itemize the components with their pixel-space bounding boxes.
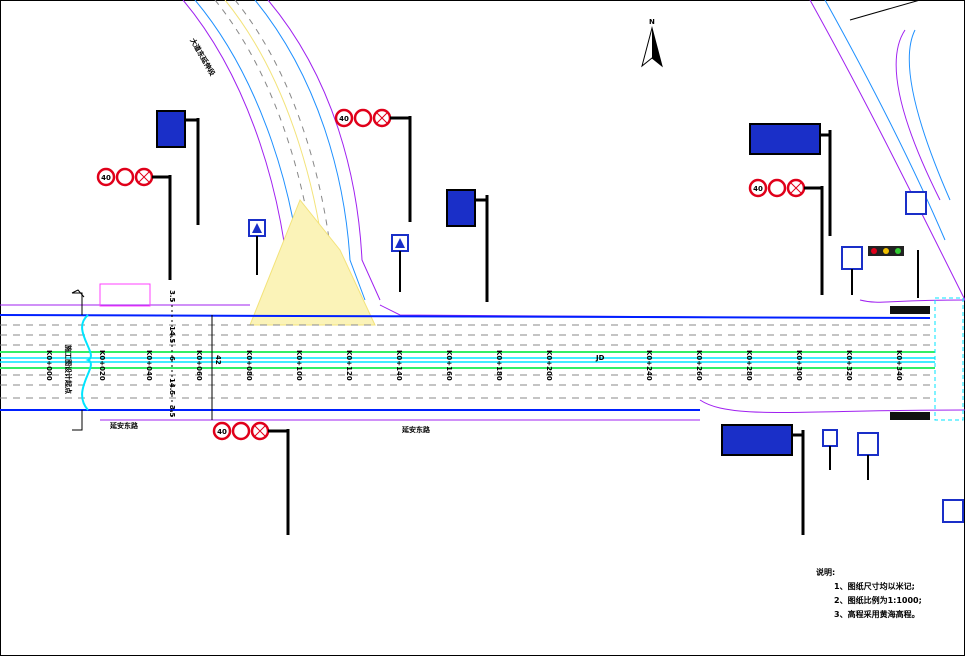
guide-sign-4 <box>721 424 805 535</box>
note-item: 2、图纸比例为1:1000; <box>834 596 922 605</box>
speed-limit-sign-1: 40 <box>96 167 172 280</box>
svg-text:K0+340: K0+340 <box>895 350 903 381</box>
svg-text:K0+300: K0+300 <box>795 350 803 381</box>
main-road-name-left: 延安东路 <box>109 421 139 430</box>
chainage-labels: K0+000 K0+020 K0+040 K0+060 K0+080 K0+10… <box>45 350 903 381</box>
svg-text:K0+240: K0+240 <box>645 350 653 381</box>
svg-text:40: 40 <box>753 185 763 193</box>
guide-sign-2 <box>446 189 489 302</box>
svg-text:K0+100: K0+100 <box>295 350 303 381</box>
speed-limit-sign-3: 40 <box>212 421 290 535</box>
svg-text:K0+280: K0+280 <box>745 350 753 381</box>
intersection-label: JD <box>595 354 605 362</box>
note-item: 1、图纸尺寸均以米记; <box>834 582 915 591</box>
svg-text:40: 40 <box>339 115 349 123</box>
svg-text:K0+140: K0+140 <box>395 350 403 381</box>
svg-text:K0+160: K0+160 <box>445 350 453 381</box>
speed-limit-sign-2: 40 <box>334 108 412 222</box>
svg-text:K0+120: K0+120 <box>345 350 353 381</box>
svg-text:K0+040: K0+040 <box>145 350 153 381</box>
north-arrow-icon: N <box>641 18 663 68</box>
note-item: 3、高程采用黄海高程。 <box>834 610 920 619</box>
start-label: 施工图设计起点 <box>64 345 73 394</box>
dimension-labels: 3.5 14.5 6 14.5 3.5 <box>168 290 176 418</box>
branch-road <box>182 0 381 326</box>
guide-sign-3 <box>749 123 832 236</box>
pedestrian-sign-2 <box>391 234 409 292</box>
svg-text:40: 40 <box>217 428 227 436</box>
svg-text:40: 40 <box>101 174 111 182</box>
main-road-name-right: 延安东路 <box>401 425 431 434</box>
main-road <box>0 283 964 431</box>
svg-text:K0+020: K0+020 <box>98 350 106 381</box>
notes-title: 说明: <box>816 568 836 577</box>
right-road <box>699 0 965 413</box>
svg-text:14.5: 14.5 <box>168 378 176 395</box>
svg-text:3.5: 3.5 <box>168 405 176 418</box>
svg-text:K0+260: K0+260 <box>695 350 703 381</box>
pedestrian-sign-1 <box>248 219 266 275</box>
svg-text:K0+080: K0+080 <box>245 350 253 381</box>
svg-text:N: N <box>649 18 655 26</box>
traffic-light-icon <box>868 246 919 298</box>
speed-limit-sign-4: 40 <box>748 178 824 295</box>
svg-text:K0+200: K0+200 <box>545 350 553 381</box>
svg-text:K0+180: K0+180 <box>495 350 503 381</box>
svg-text:14.5: 14.5 <box>168 326 176 343</box>
direction-signs <box>822 191 964 523</box>
notes-block: 说明: 1、图纸尺寸均以米记; 2、图纸比例为1:1000; 3、高程采用黄海高… <box>816 566 922 622</box>
svg-text:K0+060: K0+060 <box>195 350 203 381</box>
guide-sign-1 <box>156 110 200 225</box>
width-label: 42 <box>214 355 222 365</box>
svg-text:6: 6 <box>168 356 176 361</box>
svg-text:K0+000: K0+000 <box>45 350 53 381</box>
svg-text:3.5: 3.5 <box>168 290 176 303</box>
svg-text:K0+320: K0+320 <box>845 350 853 381</box>
